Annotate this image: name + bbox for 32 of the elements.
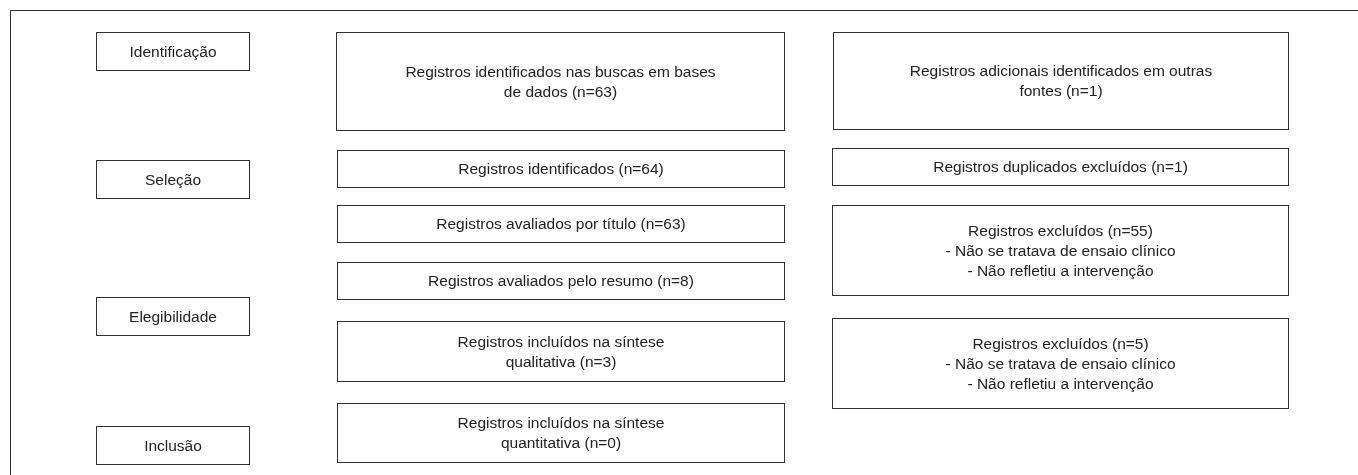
stage-label-box <box>96 32 250 71</box>
process-box <box>833 32 1289 130</box>
process-box <box>337 205 785 243</box>
box-text: Inclusão <box>144 435 202 456</box>
box-text: Registros identificados (n=64) <box>458 159 664 179</box>
box-text: Registros avaliados por título (n=63) <box>436 214 686 234</box>
stage-label-box <box>96 426 250 465</box>
box-text: Registros excluídos (n=5) <box>972 333 1149 354</box>
process-box <box>337 262 785 300</box>
box-text: Elegibilidade <box>129 306 217 327</box>
exclusion-box <box>832 205 1289 296</box>
process-box <box>337 403 785 463</box>
box-text: Registros duplicados excluídos (n=1) <box>933 157 1188 177</box>
box-text: Identificação <box>129 41 217 62</box>
exclusion-box <box>832 318 1289 409</box>
exclusion-reason: - Não se tratava de ensaio clínico <box>945 353 1176 374</box>
process-box <box>337 150 785 188</box>
exclusion-reason: - Não refletiu a intervenção <box>967 373 1154 394</box>
exclusion-reason: - Não se tratava de ensaio clínico <box>945 240 1176 261</box>
exclusion-reason: - Não refletiu a intervenção <box>967 260 1154 281</box>
box-text: Registros identificados nas buscas em bases de dados (n=63) <box>404 61 717 102</box>
process-box <box>337 321 785 382</box>
stage-label-box <box>96 297 250 336</box>
process-box <box>336 32 785 131</box>
box-text: Registros avaliados pelo resumo (n=8) <box>428 271 694 291</box>
box-text: Seleção <box>145 169 201 190</box>
box-text: Registros excluídos (n=55) <box>968 220 1153 241</box>
box-text: Registros incluídos na síntese quantitativa (n=0) <box>456 413 666 453</box>
box-text: Registros incluídos na síntese qualitativa (n=3) <box>456 331 666 372</box>
box-text: Registros adicionais identificados em outras fontes (n=1) <box>908 61 1214 101</box>
stage-label-box <box>96 160 250 199</box>
exclusion-box <box>832 148 1289 186</box>
